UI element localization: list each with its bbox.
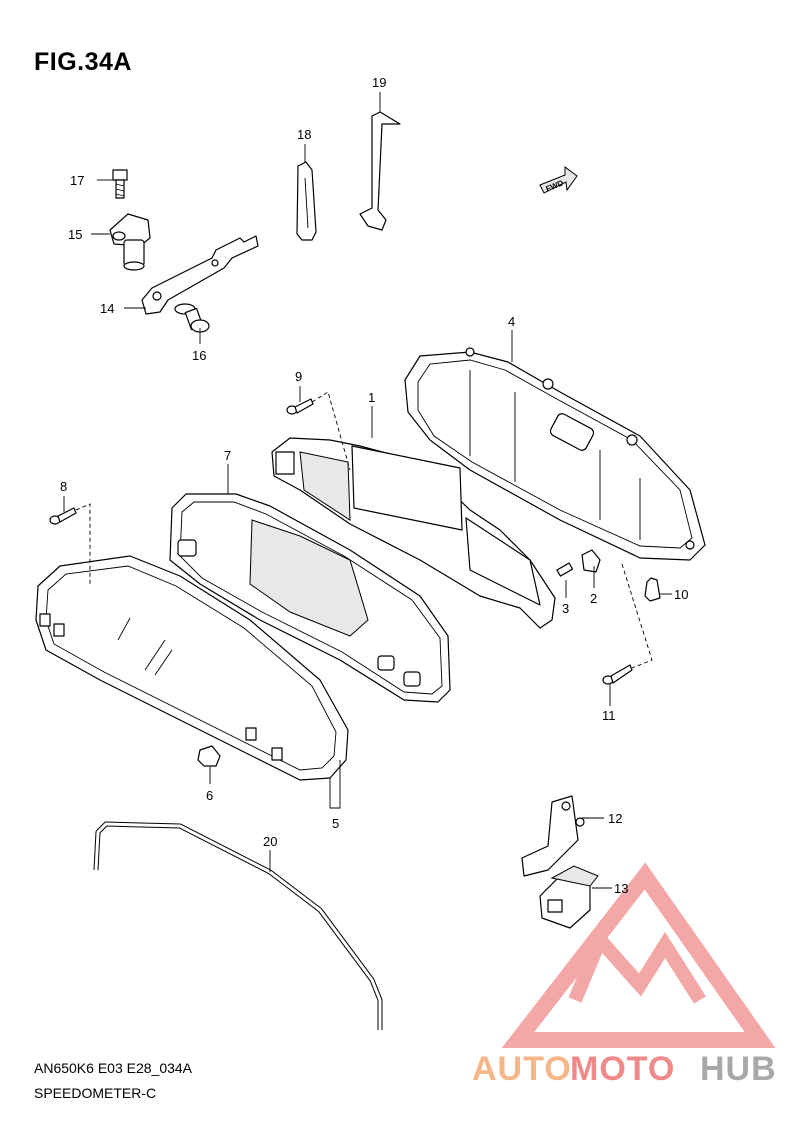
part-4-rear-cover [404, 347, 706, 561]
callout-16: 16 [192, 348, 206, 363]
callout-6: 6 [206, 788, 213, 803]
watermark-part-b: MOTO [570, 1050, 675, 1088]
part-9-screw [286, 398, 314, 415]
watermark-text: AUTO MOTO HUB [472, 1050, 777, 1088]
part-7-panel [169, 493, 451, 703]
callout-12: 12 [608, 811, 622, 826]
part-6-clip [197, 745, 221, 767]
callout-19: 19 [372, 75, 386, 90]
callout-17: 17 [70, 173, 84, 188]
callout-4: 4 [508, 314, 515, 329]
part-13-connector [539, 865, 599, 929]
part-5-front-case [35, 555, 349, 781]
part-11-screw [602, 664, 633, 685]
figure-title: FIG.34A [34, 48, 132, 76]
fwd-label: FWD [544, 178, 564, 193]
leader-lines [63, 92, 672, 889]
callout-10: 10 [674, 587, 688, 602]
part-15-speed-sensor [109, 171, 245, 271]
watermark-logo [501, 862, 776, 1048]
part-19-rod [359, 111, 401, 231]
callout-5: 5 [332, 816, 339, 831]
callout-1: 1 [368, 390, 375, 405]
part-16-bolt [174, 303, 210, 333]
watermark-part-a: AUTO [472, 1050, 572, 1088]
callout-3: 3 [562, 601, 569, 616]
callout-14: 14 [100, 301, 114, 316]
fwd-arrow-icon: FWD [539, 166, 578, 194]
callout-2: 2 [590, 591, 597, 606]
callout-9: 9 [295, 369, 302, 384]
callout-8: 8 [60, 479, 67, 494]
part-8-screw [49, 507, 77, 525]
callout-11: 11 [602, 708, 616, 723]
callout-7: 7 [224, 448, 231, 463]
part-14-bracket [141, 235, 259, 315]
figure-code: AN650K6 E03 E28_034A [34, 1060, 193, 1076]
callout-20: 20 [263, 834, 277, 849]
callouts: 17 15 14 16 18 19 4 1 9 7 8 5 6 3 2 10 1… [60, 75, 688, 896]
part-17-bolt [112, 169, 128, 199]
callout-15: 15 [68, 227, 82, 242]
part-12-bracket [521, 795, 585, 877]
part-2-nut [581, 549, 601, 573]
part-1-meter-assembly [271, 437, 556, 629]
part-10-cap [644, 577, 661, 602]
part-18-strap [296, 161, 317, 241]
callout-18: 18 [297, 127, 311, 142]
figure-name: SPEEDOMETER-C [34, 1085, 157, 1101]
part-20-rod [93, 821, 383, 1030]
callout-13: 13 [614, 881, 628, 896]
watermark-part-c: HUB [700, 1050, 777, 1088]
part-3-screw [556, 562, 574, 577]
